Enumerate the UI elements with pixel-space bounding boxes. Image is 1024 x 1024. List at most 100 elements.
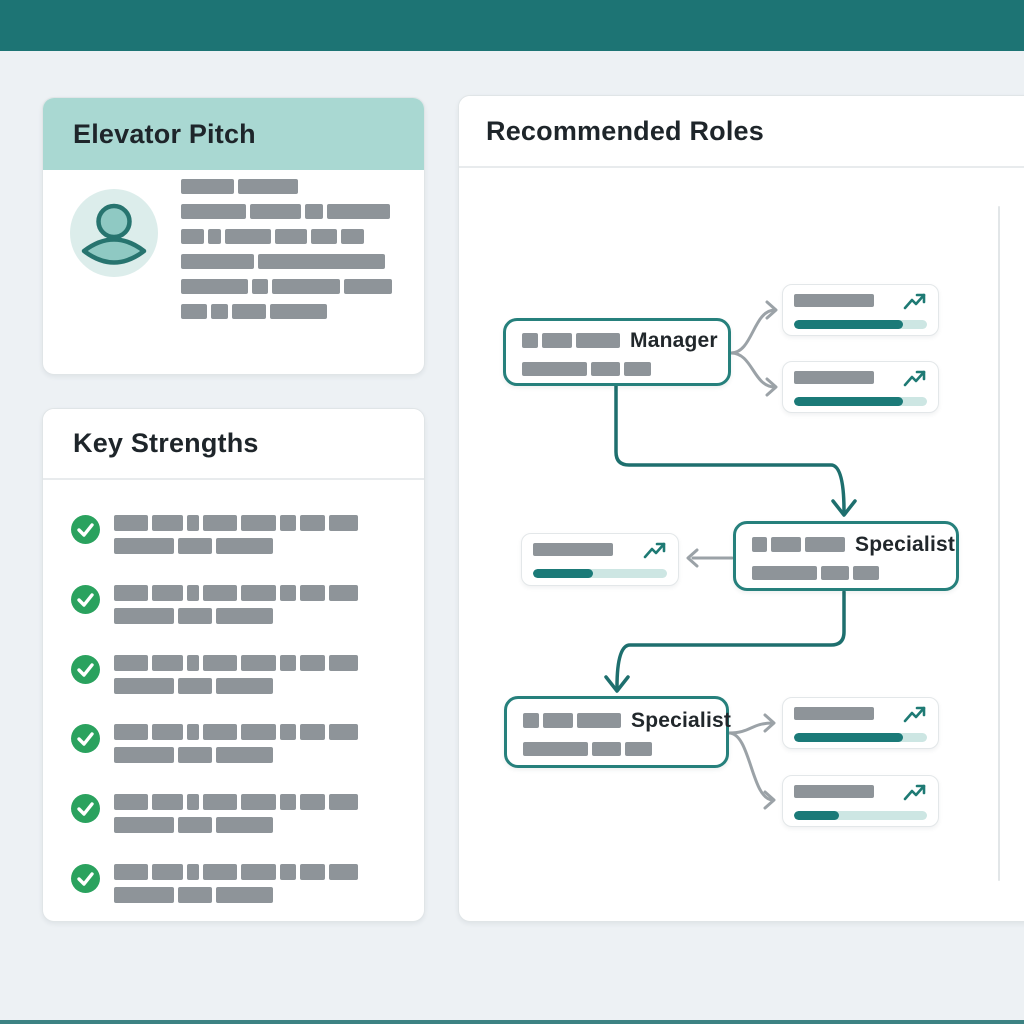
skeleton-row — [114, 538, 358, 554]
skeleton-title-bar — [794, 785, 874, 798]
placeholder-bar — [523, 713, 539, 728]
skeleton-row — [523, 713, 621, 728]
opportunity-card-top-1[interactable] — [782, 284, 939, 336]
placeholder-bar — [203, 724, 237, 740]
role-node-manager[interactable]: Manager — [503, 318, 731, 386]
pitch-text-skeleton — [181, 179, 392, 329]
strength-list-item — [71, 864, 358, 903]
placeholder-bar — [208, 229, 221, 244]
strength-text-skeleton — [114, 864, 358, 903]
placeholder-bar — [329, 794, 358, 810]
placeholder-bar — [181, 304, 207, 319]
placeholder-bar — [771, 537, 801, 552]
progress-bar-fill — [794, 733, 904, 742]
placeholder-bar — [752, 565, 817, 580]
placeholder-bar — [305, 204, 323, 219]
placeholder-bar — [114, 678, 174, 694]
strength-text-skeleton — [114, 655, 358, 694]
skeleton-row — [181, 254, 392, 269]
placeholder-bar — [114, 724, 148, 740]
key-strengths-title: Key Strengths — [73, 428, 259, 458]
placeholder-bar — [178, 747, 212, 763]
opportunity-card-mid-left[interactable] — [521, 533, 679, 586]
placeholder-bar — [329, 724, 358, 740]
placeholder-bar — [300, 585, 325, 601]
placeholder-bar — [114, 655, 148, 671]
key-strengths-card: Key Strengths — [42, 408, 425, 922]
placeholder-bar — [216, 817, 273, 833]
elevator-pitch-card: Elevator Pitch — [42, 97, 425, 375]
placeholder-bar — [203, 515, 237, 531]
skeleton-row — [181, 204, 392, 219]
check-circle-icon — [71, 724, 100, 753]
skeleton-row — [522, 361, 728, 376]
opportunity-card-bottom-2[interactable] — [782, 775, 939, 827]
node-title-row: Manager — [522, 329, 728, 353]
placeholder-bar — [181, 179, 234, 194]
strength-text-skeleton — [114, 515, 358, 554]
scrollbar-track[interactable] — [998, 206, 1000, 881]
placeholder-bar — [114, 515, 148, 531]
placeholder-bar — [114, 887, 174, 903]
skeleton-row — [181, 279, 392, 294]
key-strengths-header: Key Strengths — [43, 409, 424, 480]
skeleton-title-bar — [794, 294, 874, 307]
placeholder-bar — [300, 724, 325, 740]
placeholder-bar — [152, 655, 183, 671]
placeholder-bar — [114, 538, 174, 554]
skeleton-title-bar — [533, 543, 613, 556]
career-path-flowchart: Manager Specialist Specialist — [459, 168, 1024, 921]
recommended-roles-header: Recommended Roles — [459, 96, 1024, 168]
placeholder-bar — [241, 655, 276, 671]
placeholder-bar — [329, 515, 358, 531]
placeholder-bar — [178, 678, 212, 694]
role-node-specialist-bottom[interactable]: Specialist — [504, 696, 731, 768]
progress-bar — [794, 733, 927, 742]
opportunity-card-bottom-1[interactable] — [782, 697, 939, 749]
opportunity-card-top-2[interactable] — [782, 361, 939, 413]
skeleton-title-bar — [794, 707, 874, 720]
placeholder-bar — [241, 724, 276, 740]
placeholder-bar — [203, 864, 237, 880]
key-strengths-list — [43, 480, 424, 921]
placeholder-bar — [187, 515, 199, 531]
progress-bar — [794, 320, 927, 329]
placeholder-bar — [543, 713, 573, 728]
skeleton-row — [522, 333, 620, 348]
placeholder-bar — [211, 304, 228, 319]
placeholder-bar — [625, 741, 652, 756]
placeholder-bar — [178, 817, 212, 833]
bottom-bar — [0, 1020, 1024, 1024]
placeholder-bar — [114, 864, 148, 880]
progress-bar-fill — [794, 320, 904, 329]
placeholder-bar — [522, 333, 538, 348]
skeleton-row — [752, 537, 845, 552]
skeleton-row — [114, 794, 358, 810]
skeleton-row — [114, 678, 358, 694]
strength-text-skeleton — [114, 724, 358, 763]
placeholder-bar — [181, 204, 246, 219]
check-circle-icon — [71, 585, 100, 614]
role-node-specialist-mid[interactable]: Specialist — [733, 521, 959, 591]
placeholder-bar — [152, 515, 183, 531]
placeholder-bar — [280, 864, 296, 880]
placeholder-bar — [114, 794, 148, 810]
placeholder-bar — [238, 179, 298, 194]
placeholder-bar — [280, 585, 296, 601]
placeholder-bar — [576, 333, 620, 348]
placeholder-bar — [181, 254, 254, 269]
placeholder-bar — [258, 254, 385, 269]
placeholder-bar — [241, 585, 276, 601]
placeholder-bar — [216, 608, 273, 624]
trending-up-icon — [903, 705, 927, 725]
opportunity-card-head — [533, 542, 667, 561]
placeholder-bar — [329, 655, 358, 671]
strength-list-item — [71, 724, 358, 763]
placeholder-bar — [280, 515, 296, 531]
check-circle-icon — [71, 655, 100, 684]
placeholder-bar — [216, 747, 273, 763]
placeholder-bar — [275, 229, 307, 244]
top-bar — [0, 0, 1024, 51]
node-title-row: Specialist — [752, 533, 956, 557]
